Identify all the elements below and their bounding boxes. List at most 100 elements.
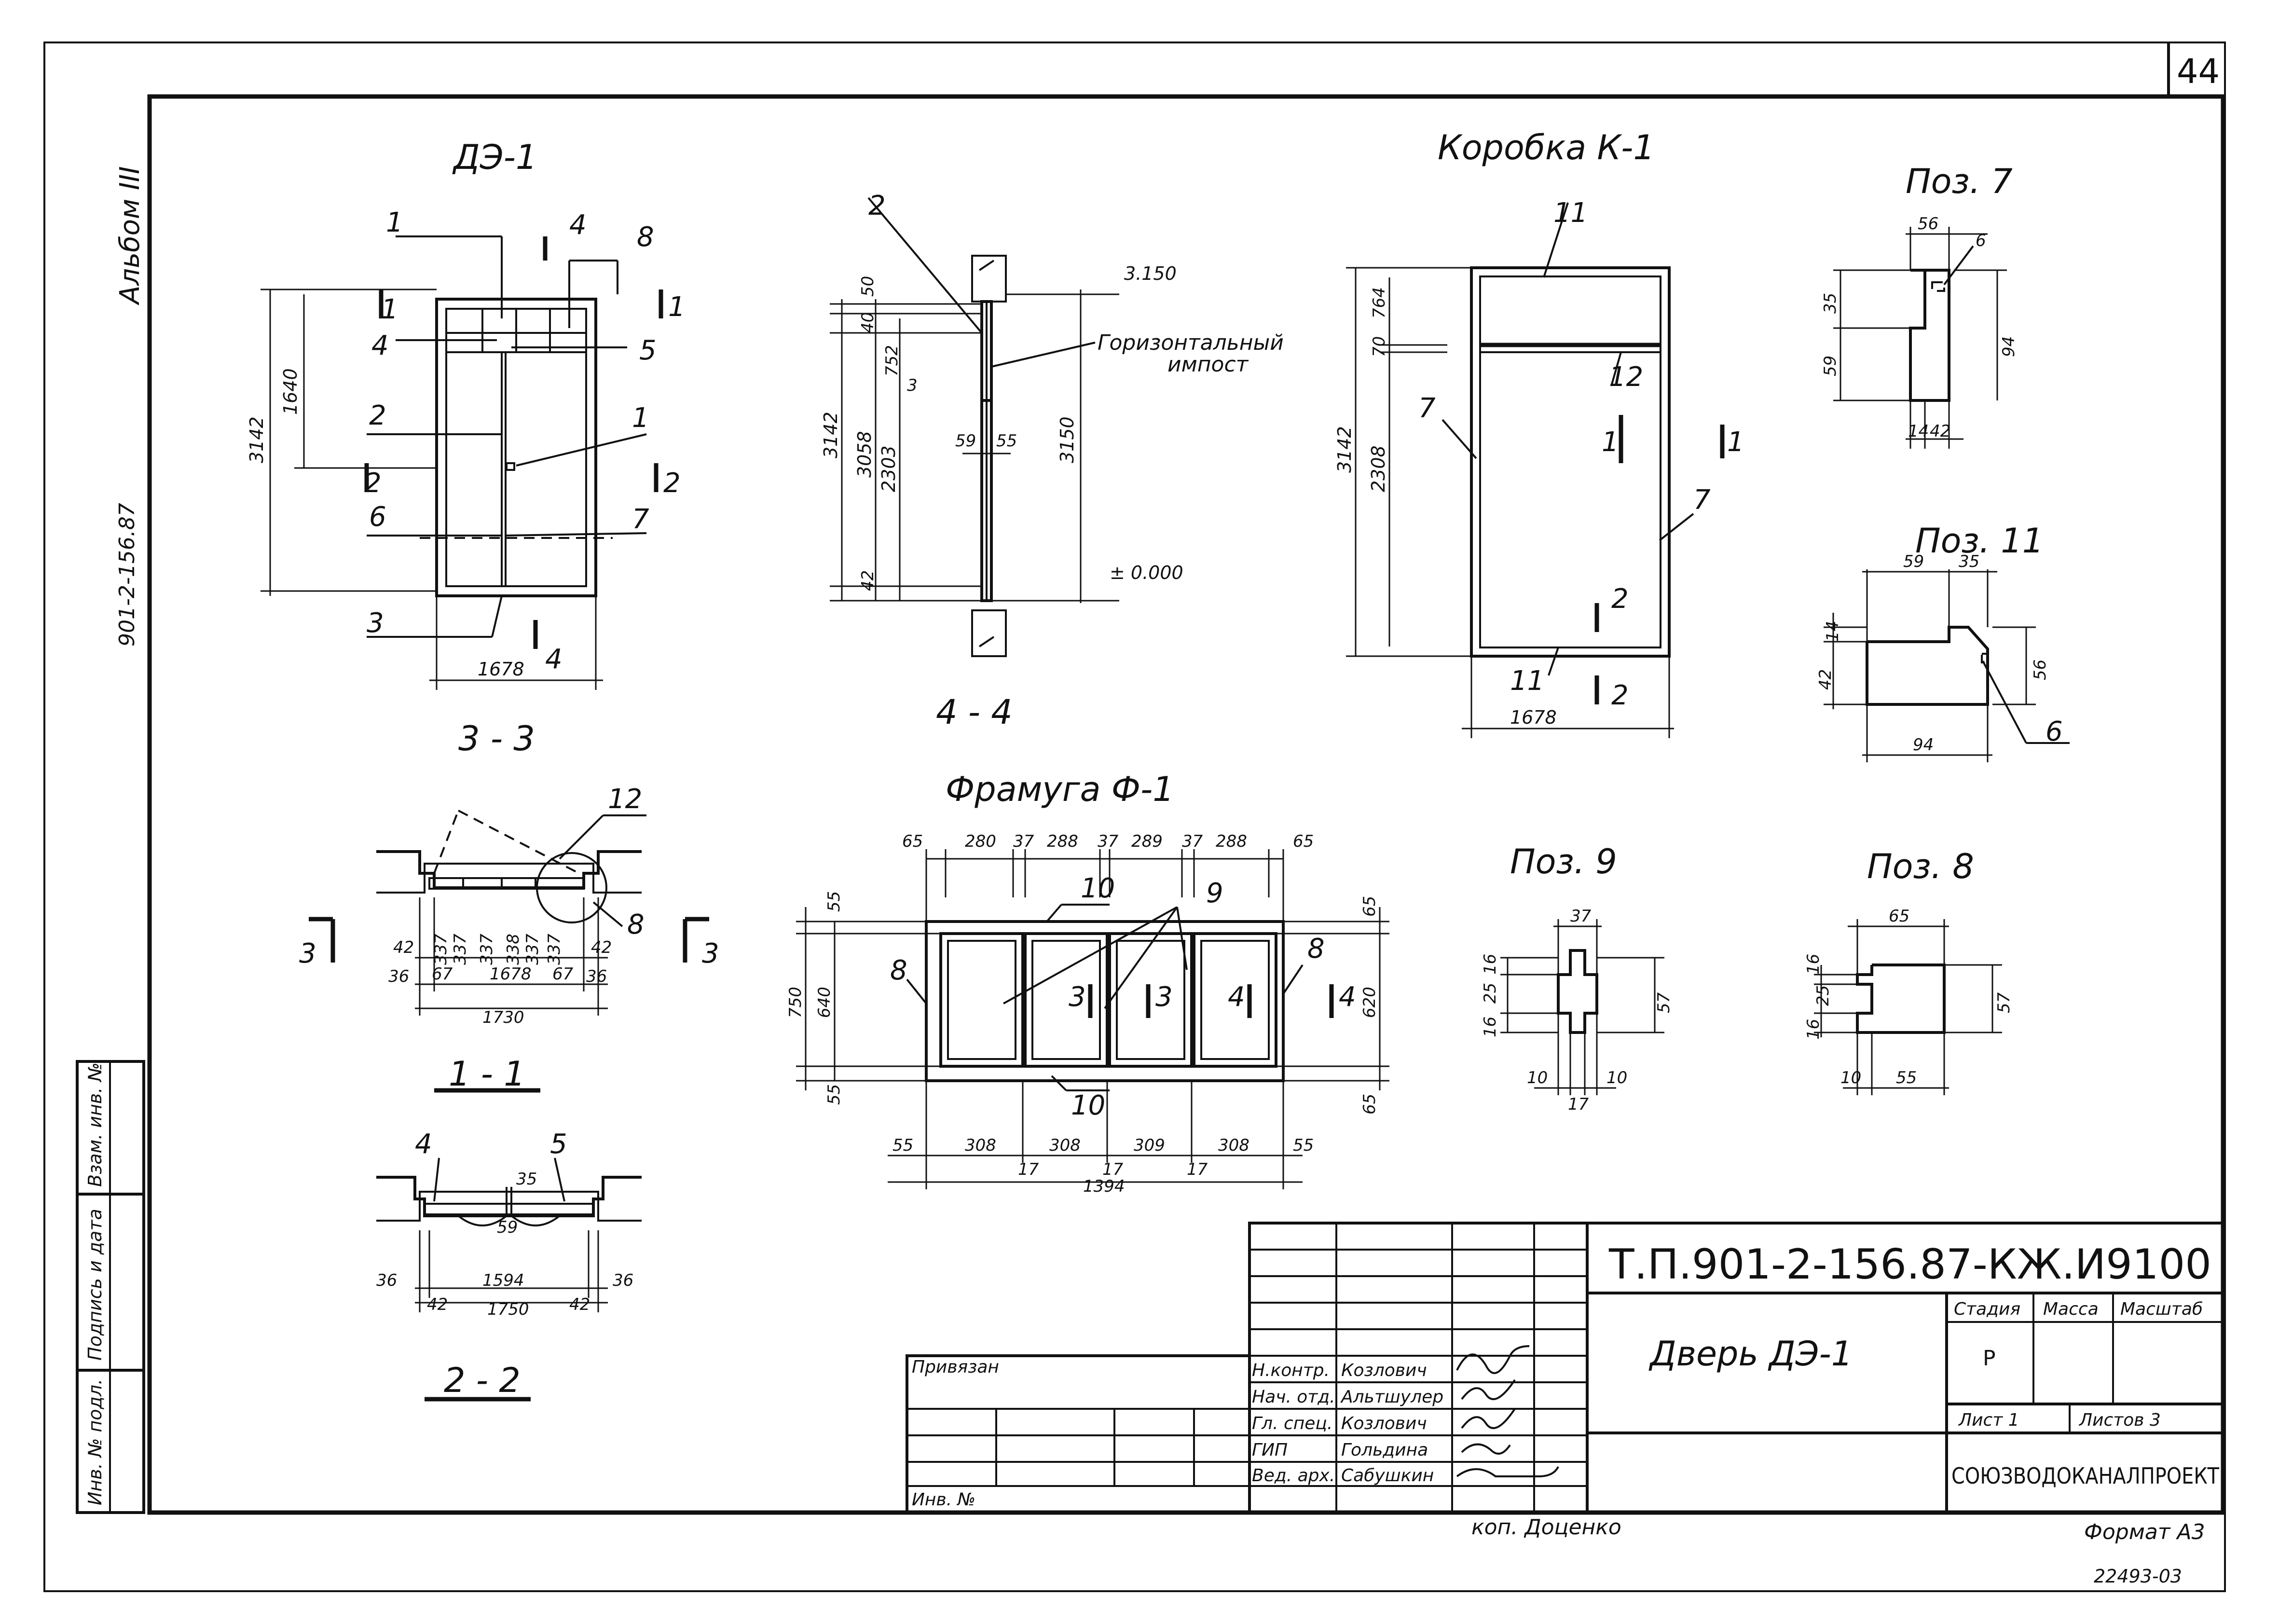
- pos9-title: Поз. 9: [1510, 842, 1617, 881]
- sec44-dim-50: 50: [858, 276, 878, 297]
- f1-bot-1394: 1394: [1083, 1177, 1125, 1196]
- f1-top-280: 280: [965, 832, 996, 851]
- k1-label-1b: 1: [1727, 427, 1744, 458]
- sec11-dim-1750: 1750: [487, 1300, 529, 1319]
- f1-left-55b: 55: [824, 1084, 844, 1105]
- section-44-view: [830, 197, 1119, 657]
- pos7-view: [1833, 227, 2007, 449]
- pos11-dim-94: 94: [1913, 735, 1934, 755]
- f1-top-37c: 37: [1182, 832, 1203, 851]
- de1-label-1d: 1: [632, 402, 649, 434]
- title-block: [906, 1222, 2224, 1514]
- sec11-dim-36a: 36: [376, 1271, 397, 1290]
- f1-label-4a: 4: [1228, 981, 1245, 1013]
- pos8-dim-10: 10: [1840, 1068, 1861, 1087]
- sec33-dim-42b: 42: [591, 938, 612, 957]
- pos11-dim-59: 59: [1903, 552, 1924, 571]
- f1-label-10a: 10: [1081, 873, 1115, 904]
- side-table-col2: Подпись и дата: [84, 1209, 106, 1361]
- pos8-dim-55: 55: [1896, 1068, 1917, 1087]
- pos8-dim-25: 25: [1813, 985, 1833, 1006]
- pos9-dim-10a: 10: [1527, 1068, 1548, 1087]
- pos9-dim-16a: 16: [1481, 954, 1500, 975]
- sec44-dim-2303: 2303: [878, 445, 899, 492]
- doc-name: Дверь ДЭ-1: [1648, 1334, 1853, 1374]
- de1-label-2c: 2: [663, 468, 681, 499]
- sec33-dim-337e: 337: [545, 934, 564, 965]
- sec33-dim-1678: 1678: [490, 964, 532, 984]
- f1-label-8a: 8: [890, 955, 907, 986]
- pos7-dim-42: 42: [1930, 422, 1950, 441]
- k1-label-1a: 1: [1602, 427, 1619, 458]
- f1-bot-17c: 17: [1187, 1160, 1208, 1179]
- stage-header: Стадия: [1954, 1299, 2020, 1319]
- sec44-dim-3150: 3150: [1057, 416, 1078, 463]
- box-k1-view: [1346, 202, 1725, 738]
- f1-top-289: 289: [1131, 832, 1163, 851]
- de1-label-2b: 2: [364, 468, 382, 499]
- door-de1-view: ДЭ-1: [261, 138, 663, 690]
- pos8-dim-65: 65: [1889, 907, 1909, 926]
- pos9-dim-16b: 16: [1481, 1017, 1500, 1037]
- f1-right-65a: 65: [1360, 896, 1379, 917]
- pos7-dim-94: 94: [1999, 336, 2018, 357]
- doc-code: Т.П.901-2-156.87-КЖ.И9100: [1608, 1240, 2211, 1289]
- pos11-dim-6: 6: [2046, 716, 2063, 747]
- sec11-dim-35: 35: [516, 1170, 537, 1189]
- sec44-elev-zero: ± 0.000: [1110, 562, 1183, 583]
- f1-right-65b: 65: [1360, 1094, 1379, 1115]
- pos9-dim-17: 17: [1568, 1095, 1589, 1114]
- sec11-label-4: 4: [415, 1129, 432, 1160]
- sec33-dim-67a: 67: [432, 964, 453, 984]
- scale-header: Масштаб: [2120, 1299, 2203, 1319]
- f1-bot-17b: 17: [1102, 1160, 1124, 1179]
- de1-dim-height: 3142: [246, 416, 267, 463]
- sec33-dim-337c: 337: [477, 934, 496, 965]
- pos9-dim-37: 37: [1570, 907, 1592, 926]
- k1-title: Коробка К-1: [1438, 128, 1655, 167]
- pos11-dim-35: 35: [1959, 552, 1979, 571]
- pos11-dim-14: 14: [1823, 621, 1842, 642]
- inv-no-label: Инв. №: [912, 1490, 975, 1510]
- f1-bot-309: 309: [1134, 1136, 1165, 1155]
- name-5: Сабушкин: [1341, 1466, 1434, 1486]
- pos11-dim-56: 56: [2031, 660, 2050, 680]
- role-2: Нач. отд.: [1252, 1387, 1335, 1407]
- f1-top-65b: 65: [1293, 832, 1314, 851]
- k1-label-11a: 11: [1553, 197, 1588, 229]
- sec33-label-3a: 3: [299, 938, 316, 969]
- de1-label-5: 5: [639, 335, 657, 366]
- de1-dim-upper: 1640: [280, 368, 301, 415]
- pos7-dim-6: 6: [1976, 231, 1986, 250]
- name-2: Альтшулер: [1340, 1387, 1443, 1407]
- f1-label-4b: 4: [1339, 981, 1356, 1013]
- f1-label-9: 9: [1206, 878, 1223, 909]
- k1-dim-70: 70: [1370, 336, 1389, 357]
- sec33-dim-337d: 337: [523, 934, 542, 965]
- sec33-dim-36b: 36: [586, 967, 607, 986]
- sec11-label-5: 5: [550, 1129, 567, 1160]
- f1-top-288a: 288: [1047, 832, 1078, 851]
- sec33-title: 3 - 3: [458, 719, 535, 758]
- pos9-dim-57: 57: [1654, 992, 1674, 1013]
- section-33-view: [309, 810, 709, 1016]
- pos9-dim-25: 25: [1481, 983, 1500, 1004]
- sheet-label: Лист 1: [1958, 1410, 2019, 1430]
- side-table-col3: Взам. инв. №: [84, 1062, 106, 1187]
- de1-label-4a: 4: [569, 209, 587, 241]
- role-3: Гл. спец.: [1252, 1414, 1332, 1433]
- page-number: 44: [2177, 52, 2220, 91]
- f1-bot-308a: 308: [965, 1136, 996, 1155]
- pos9-dim-10b: 10: [1606, 1068, 1627, 1087]
- transom-f1-view: [796, 849, 1389, 1189]
- pos8-dim-57: 57: [1994, 992, 2014, 1013]
- de1-dim-width: 1678: [478, 659, 524, 680]
- role-5: Вед. арх.: [1252, 1466, 1335, 1486]
- de1-label-2a: 2: [369, 400, 386, 431]
- de1-label-4b: 4: [371, 330, 389, 361]
- f1-bot-55a: 55: [892, 1136, 913, 1155]
- sec44-dim-42: 42: [858, 570, 878, 591]
- pos11-view: [1824, 569, 2070, 762]
- f1-left-640: 640: [815, 987, 834, 1018]
- sec11-title: 1 - 1: [449, 1054, 525, 1094]
